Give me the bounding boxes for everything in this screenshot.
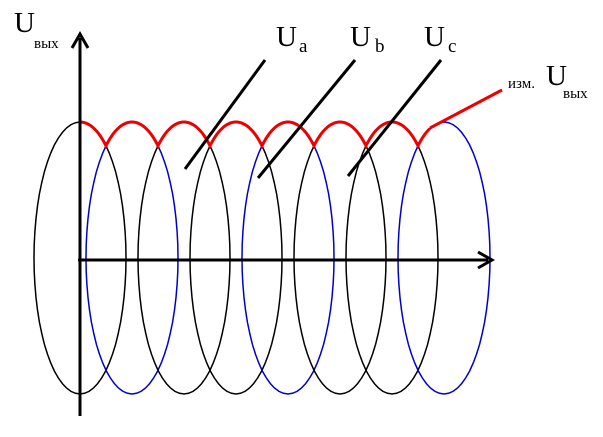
x-axis-arrow (477, 250, 496, 270)
pointer-line-a (183, 59, 267, 170)
pointer-line-output (429, 88, 503, 130)
phase-loop-1-2 (397, 121, 491, 395)
phase-c-label-sub: c (448, 36, 456, 57)
phase-c-label: U (424, 21, 445, 53)
phase-loop-2-0 (137, 121, 231, 395)
y-axis-label-sub: вых (34, 36, 59, 52)
phase-loop-0-1 (189, 121, 283, 395)
y-axis-label: U (14, 7, 35, 39)
pointer-line-b (256, 59, 357, 179)
output-label-prefix: изм. (508, 76, 535, 92)
phase-a-label: U (276, 21, 297, 53)
phase-loop-2-1 (293, 121, 387, 395)
y-axis-arrow (70, 30, 90, 49)
output-label-sub: вых (563, 86, 588, 102)
output-label: U (546, 60, 567, 92)
phase-loop-1-0 (85, 121, 179, 395)
phase-loop-0-2 (345, 121, 439, 395)
phase-b-label-sub: b (375, 36, 385, 57)
pointer-line-c (346, 59, 443, 177)
phase-b-label: U (350, 21, 371, 53)
output-envelope (80, 120, 432, 150)
phase-loop-1-1 (241, 121, 335, 395)
phase-a-label-sub: a (299, 36, 308, 57)
phase-curves (33, 121, 491, 395)
